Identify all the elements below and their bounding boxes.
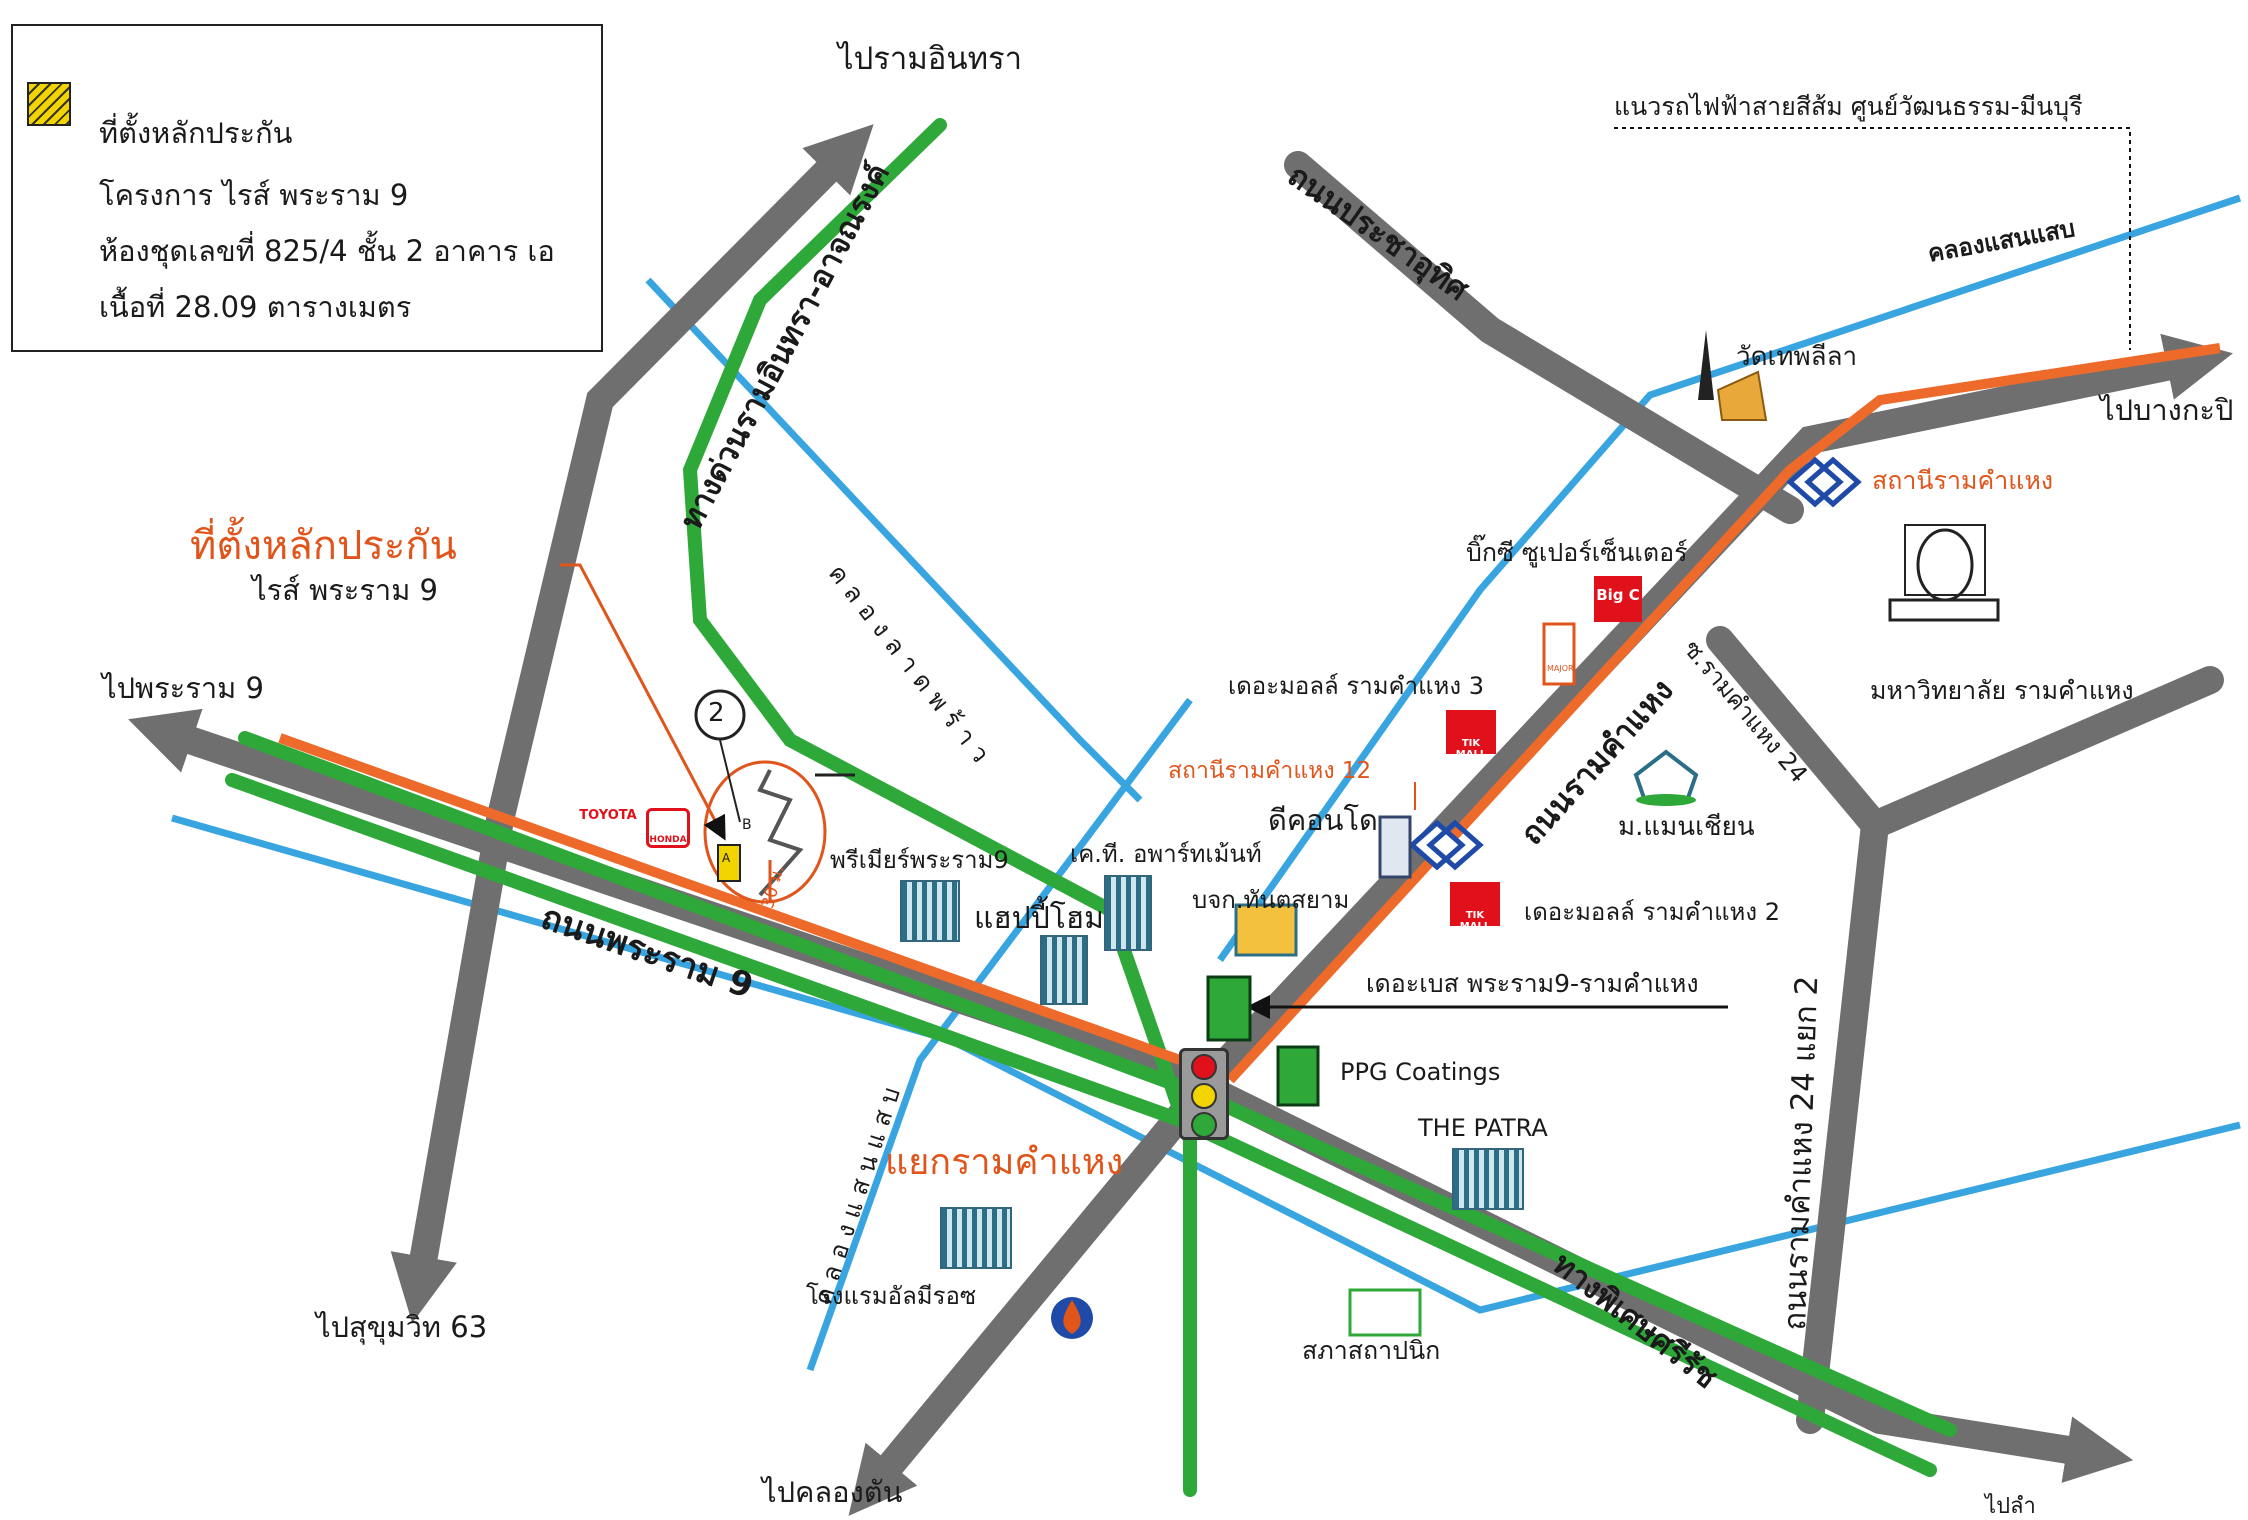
legend-area: เนื้อที่ 28.09 ตารางเมตร	[99, 290, 412, 324]
honda-logo: HONDA	[646, 808, 690, 848]
orange-line	[278, 343, 2221, 1084]
major-logo-text: MAJOR	[1547, 664, 1574, 673]
legend-project: โครงการ ไรส์ พระราม 9	[99, 178, 409, 212]
big-c-logo: Big C	[1594, 576, 1642, 622]
kt-apartment-building-icon	[1104, 875, 1152, 951]
station-symbol-ramkhamhaeng	[1786, 456, 1862, 508]
direction-bottom-right: ไปลำ	[1985, 1494, 2036, 1519]
site-building-b-label: B	[742, 817, 752, 833]
tik-mall-logo-2: TIK MALL	[1450, 882, 1500, 932]
wat-thep-leela-label: วัดเทพลีลา	[1736, 342, 1858, 372]
happy-home-building-icon	[1040, 935, 1088, 1005]
the-mall-2-label: เดอะมอลล์ รามคำแหง 2	[1524, 898, 1780, 926]
legend-title: ที่ตั้งหลักประกัน	[99, 116, 293, 150]
ppg-building-icon	[1276, 1045, 1320, 1107]
site-marker	[560, 563, 855, 904]
man-thian-label: ม.แมนเชียน	[1618, 812, 1755, 842]
ppg-label: PPG Coatings	[1340, 1058, 1501, 1086]
the-patra-label: THE PATRA	[1418, 1114, 1548, 1142]
station-symbol-ramkhamhaeng12	[1408, 819, 1484, 871]
kt-apartment-label: เค.ที. อพาร์ทเม้นท์	[1070, 840, 1262, 868]
canal-saen-saep-top	[1217, 194, 2242, 963]
wat-icon	[1698, 330, 1768, 421]
station-ramkhamhaeng-label: สถานีรามคำแหง	[1872, 466, 2054, 495]
legend-unit: ห้องชุดเลขที่ 825/4 ชั้น 2 อาคาร เอ	[99, 234, 555, 268]
big-c-logo-text: Big C	[1596, 586, 1640, 604]
d-condo-label: ดีคอนโด	[1268, 803, 1378, 837]
direction-rama9: ไปพระราม 9	[102, 671, 264, 705]
al-meroz-building-icon	[940, 1207, 1012, 1269]
site-number: 2	[708, 698, 725, 728]
toyota-logo: TOYOTA	[572, 780, 644, 826]
site-project: ไรส์ พระราม 9	[252, 573, 438, 607]
the-base-label: เดอะเบส พระราม9-รามคำแหง	[1366, 969, 1699, 998]
house-icon	[1633, 749, 1699, 806]
junction-label: แยกรามคำแหง	[885, 1142, 1124, 1183]
expressway-ram-inthra	[682, 118, 1197, 1497]
road-to-khlong-tan	[848, 1066, 1224, 1516]
site-number-circle	[694, 689, 746, 741]
direction-ram-inthra: ไปรามอินทรา	[838, 41, 1023, 77]
legend-box: ที่ตั้งหลักประกัน โครงการ ไรส์ พระราม 9 …	[11, 24, 603, 352]
road-24-yaek-2	[1796, 811, 1889, 1434]
direction-khlong-tan: ไปคลองตัน	[762, 1475, 903, 1509]
site-building-a	[717, 844, 741, 882]
direction-bang-kapi: ไปบางกะปิ	[2100, 393, 2234, 427]
orange-line-dotted-leader	[1614, 127, 2131, 350]
road-soi-24	[1706, 626, 2224, 842]
tuntasiam-label: บจก.ทันตสยาม	[1192, 886, 1350, 914]
tuntasiam-icon	[1234, 903, 1298, 957]
premier-rama9-label: พรีเมียร์พระราม9	[830, 846, 1009, 874]
orange-line-note: แนวรถไฟฟ้าสายสีส้ม ศูนย์วัฒนธรรม-มีนบุรี	[1614, 92, 2083, 121]
legend-swatch-icon	[27, 82, 71, 126]
direction-sukhumvit63: ไปสุขุมวิท 63	[316, 1310, 488, 1344]
premier-rama9-building-icon	[900, 880, 960, 942]
road-pracha-uthit	[1284, 151, 1804, 524]
site-building-a-label: A	[722, 851, 731, 865]
honda-logo-text: HONDA	[649, 835, 687, 845]
d-condo-building-icon	[1378, 815, 1412, 879]
tik-mall-logo-1-text: TIK MALL	[1455, 738, 1487, 760]
tik-mall-logo-1: TIK MALL	[1446, 710, 1496, 760]
tik-mall-logo-2-text: TIK MALL	[1459, 910, 1491, 932]
the-base-building-icon	[1206, 975, 1252, 1042]
canal-saen-saep-left	[806, 697, 1193, 1372]
site-title: ที่ตั้งหลักประกัน	[190, 523, 457, 569]
big-c-label: บิ๊กซี ซูเปอร์เซ็นเตอร์	[1466, 538, 1688, 567]
university-icon	[1888, 524, 2000, 622]
station-ramkhamhaeng12-label: สถานีรามคำแหง 12	[1168, 758, 1372, 784]
al-meroz-label: โรงแรมอัลมีรอซ	[806, 1282, 977, 1310]
sapha-sathapanik-icon	[1348, 1288, 1422, 1337]
traffic-light-icon	[1179, 1048, 1229, 1140]
sapha-sathapanik-label: สภาสถาปนิก	[1302, 1336, 1441, 1365]
petrol-icon	[1051, 1297, 1093, 1339]
toyota-logo-text: TOYOTA	[579, 808, 637, 823]
the-mall-3-label: เดอะมอลล์ รามคำแหง 3	[1228, 672, 1484, 700]
the-patra-building-icon	[1452, 1148, 1524, 1210]
ramkhamhaeng-university-label: มหาวิทยาลัย รามคำแหง	[1870, 676, 2134, 705]
canals	[171, 194, 2242, 1372]
major-icon	[1542, 622, 1576, 686]
happy-home-label: แฮปปี้โฮม	[974, 901, 1104, 936]
